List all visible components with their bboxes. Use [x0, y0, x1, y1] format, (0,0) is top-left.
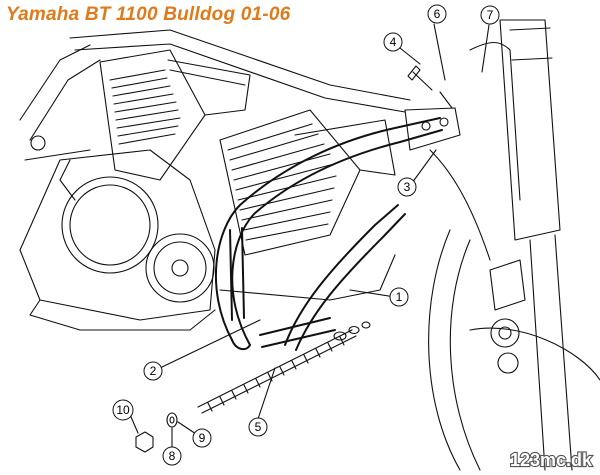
rod-end-hardware — [333, 321, 371, 341]
nut-washer-set — [135, 412, 178, 453]
threaded-rod — [197, 329, 357, 414]
engine-crankcase — [19, 149, 396, 331]
hose — [429, 149, 491, 261]
svg-text:4: 4 — [390, 35, 397, 49]
watermark: 123mc.dk — [510, 450, 593, 470]
callout-2: 2 — [143, 361, 163, 381]
svg-text:1: 1 — [396, 290, 403, 304]
frame-tubes — [19, 29, 411, 161]
callout-6: 6 — [427, 4, 447, 24]
callout-7: 7 — [480, 5, 500, 25]
bolt — [407, 65, 433, 91]
callout-5: 5 — [248, 417, 268, 437]
svg-text:9: 9 — [199, 431, 206, 445]
svg-text:2: 2 — [150, 364, 157, 378]
callout-10: 10 — [112, 399, 134, 421]
svg-text:5: 5 — [255, 420, 262, 434]
svg-text:7: 7 — [487, 8, 494, 22]
engine-cylinders — [99, 49, 396, 256]
crash-bar — [215, 117, 443, 351]
leader-lines — [127, 23, 490, 450]
callout-1: 1 — [389, 287, 409, 307]
callout-3: 3 — [397, 177, 417, 197]
svg-text:8: 8 — [169, 449, 176, 463]
front-fork-wheel — [428, 19, 600, 471]
svg-text:3: 3 — [404, 180, 411, 194]
diagram-title: Yamaha BT 1100 Bulldog 01-06 — [6, 4, 291, 25]
callout-4: 4 — [383, 32, 403, 52]
callout-9: 9 — [192, 428, 212, 448]
upper-bracket — [404, 91, 461, 151]
callout-8: 8 — [162, 446, 182, 466]
svg-text:10: 10 — [116, 403, 130, 417]
svg-text:6: 6 — [434, 7, 441, 21]
